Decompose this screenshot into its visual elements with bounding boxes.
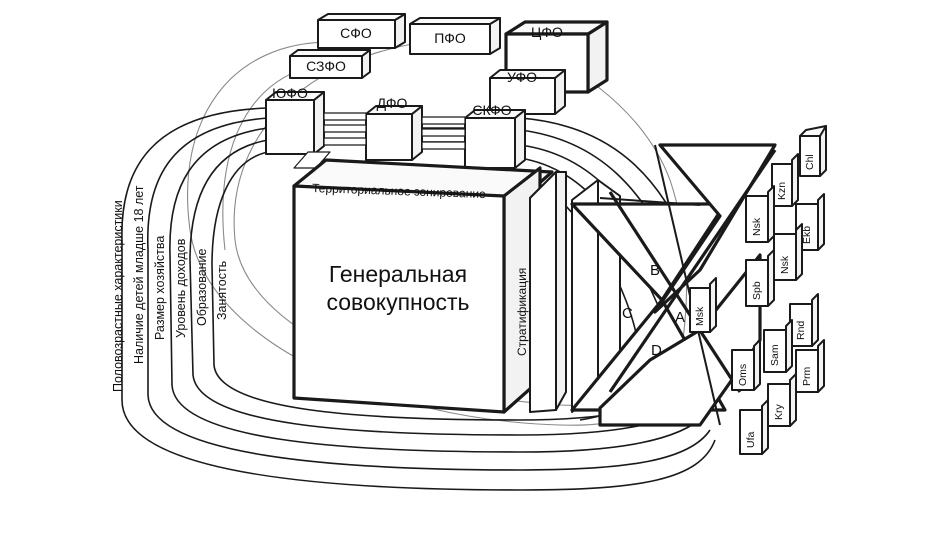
zone-label-c: C [622,305,633,322]
district-label-skfo: СКФО [472,102,511,118]
city-label-msk: Msk [694,306,706,326]
district-box-szfo: СЗФО [289,49,371,79]
zone-label-a: A [675,309,685,326]
district-box-dfo: ДФО [365,95,423,161]
district-label-dfo: ДФО [377,95,408,111]
city-label-nsk: Nsk [779,255,791,274]
population-cube: Территориальное зонирование Генеральная … [292,151,554,414]
variable-label-income: Уровень доходов [174,238,188,338]
city-box-spb: Spb [745,249,775,307]
variable-labels: Половозрастные характеристики Наличие де… [111,185,229,392]
city-label-rnd: Rnd [795,321,807,340]
city-box-msk: Msk [689,277,717,333]
variable-label-age-sex: Половозрастные характеристики [111,200,125,392]
city-box-ufa: Ufa [739,399,769,455]
district-box-sfo: СФО [317,13,406,49]
district-box-pfo: ПФО [409,17,501,55]
variable-label-household-size: Размер хозяйства [153,236,167,340]
variable-label-employment: Занятость [215,261,229,320]
city-label-oms: Oms [737,364,749,386]
city-boxes: Chl Kzn Nsk Ekb Nsk Spb [689,125,827,455]
stratification-label: Стратификация [515,268,529,356]
district-boxes: СФО ПФО ЦФО СЗФО УФО [265,13,609,169]
zone-label-d: D [651,342,662,359]
city-box-nsk: Nsk [773,223,803,281]
city-box-rnd: Rnd [789,293,819,347]
city-label-nsk-top: Nsk [751,217,763,236]
city-label-ekb: Ekb [801,226,813,244]
district-label-yufo: ЮФО [272,85,308,101]
city-label-ufa: Ufa [745,432,757,449]
city-box-sam: Sam [763,319,793,373]
variable-label-education: Образование [195,248,209,326]
city-box-prm: Prm [795,339,825,393]
variable-loop [146,117,711,471]
city-box-kry: Kry [767,373,797,427]
district-label-sfo: СФО [340,25,372,41]
district-label-cfo: ЦФО [531,24,563,40]
district-box-yufo: ЮФО [265,85,325,155]
city-box-chl: Chl [799,125,827,177]
cube-title-line1: Генеральная [329,261,467,287]
cube-front-face [292,184,506,414]
city-box-oms: Oms [731,339,761,391]
district-label-pfo: ПФО [434,30,466,46]
city-label-chl: Chl [804,154,816,170]
stratification-slab: Стратификация [515,171,567,413]
city-label-kry: Kry [773,404,785,421]
variable-loop [189,139,701,436]
district-label-szfo: СЗФО [306,58,346,74]
city-label-sam: Sam [769,344,781,366]
variable-loop [169,127,706,453]
cube-title-line2: совокупность [326,289,469,315]
variable-label-children: Наличие детей младше 18 лет [132,185,146,364]
city-label-prm: Prm [801,367,813,387]
city-box-nsk-top: Nsk [745,185,775,243]
variable-loop [121,107,716,491]
district-label-ufo: УФО [507,69,537,85]
district-box-ufo: УФО [489,69,566,115]
city-label-kzn: Kzn [776,182,788,200]
district-connectors [323,112,466,150]
city-box-kzn: Kzn [771,153,799,207]
district-box-skfo: СКФО [464,102,526,169]
city-label-spb: Spb [751,281,763,300]
zone-label-b: B [650,262,660,279]
cube-top-label: Территориальное зонирование [312,181,486,201]
city-box-ekb: Ekb [795,193,825,251]
flow-curve [222,67,306,251]
